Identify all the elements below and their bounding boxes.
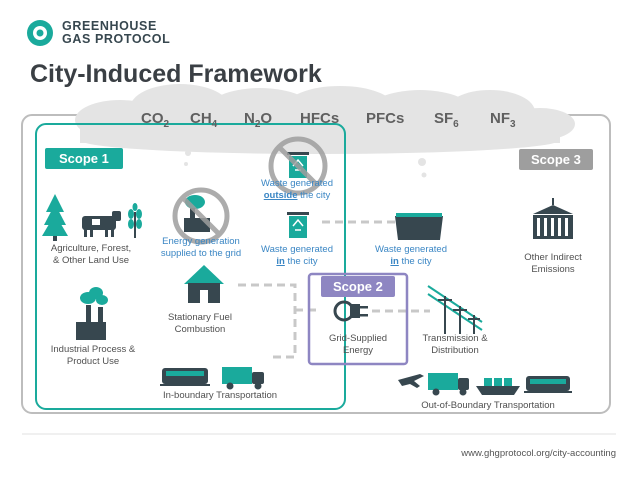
logo-text: GREENHOUSE GAS PROTOCOL (62, 20, 182, 46)
house-icon (184, 265, 224, 303)
cloud-bubble (418, 158, 426, 166)
gas-co2: CO2 (141, 110, 170, 130)
gas-nf3: NF3 (490, 110, 516, 130)
gas-n2o: N2O (244, 110, 273, 130)
out-of-boundary-transport-label: Out-of-Boundary Transportation (421, 400, 555, 411)
recycle-bin-icon (287, 212, 309, 238)
gas-ch4: CH4 (190, 110, 218, 130)
gas-sf6: SF6 (434, 110, 459, 130)
train-icon (524, 376, 572, 393)
plug-icon (333, 300, 368, 322)
waste-in-city-label: Waste generated in the city (261, 244, 333, 267)
gas-hfcs: HFCs (300, 110, 340, 127)
cow-icon (82, 211, 121, 237)
tree-icon (42, 194, 68, 241)
wheat-icon (128, 203, 142, 238)
truck-icon (428, 373, 469, 396)
waste-in-city-label-2: Waste generated in the city (375, 244, 447, 267)
industrial-label: Industrial Process &Product Use (50, 344, 136, 367)
ghg-logo-icon (27, 20, 53, 46)
building-icon (533, 198, 573, 239)
cloud-bubble (421, 172, 427, 178)
scope3-badge: Scope 3 (519, 149, 593, 170)
ship-icon (476, 378, 520, 395)
dashed-connectors (238, 220, 430, 359)
agriculture-label: Agriculture, Forest,& Other Land Use (50, 243, 132, 266)
transmission-tower-icon (427, 285, 483, 334)
cloud-bubble (184, 162, 188, 166)
prohibited-icon (268, 136, 328, 196)
page-title: City-Induced Framework (30, 60, 322, 88)
in-boundary-transport-label: In-boundary Transportation (162, 390, 278, 401)
prohibited-icon (172, 187, 230, 245)
factory-icon (76, 287, 108, 340)
waste-container-icon (395, 213, 443, 240)
truck-icon (222, 367, 264, 390)
airplane-icon (398, 374, 424, 388)
transmission-label: Transmission &Distribution (422, 333, 488, 356)
cloud-bubble (185, 150, 191, 156)
waste-outside-label: Waste generated outside the city (261, 178, 333, 201)
train-icon (160, 368, 210, 386)
logo-line2: GAS PROTOCOL (62, 32, 171, 46)
gas-pfcs: PFCs (366, 110, 405, 127)
scope2-frame (307, 272, 409, 366)
scope1-badge: Scope 1 (45, 148, 123, 169)
scope1-frame (35, 123, 346, 410)
scope2-badge: Scope 2 (321, 276, 395, 297)
logo-line1: GREENHOUSE (62, 19, 157, 33)
footer-url: www.ghgprotocol.org/city-accounting (461, 448, 616, 459)
